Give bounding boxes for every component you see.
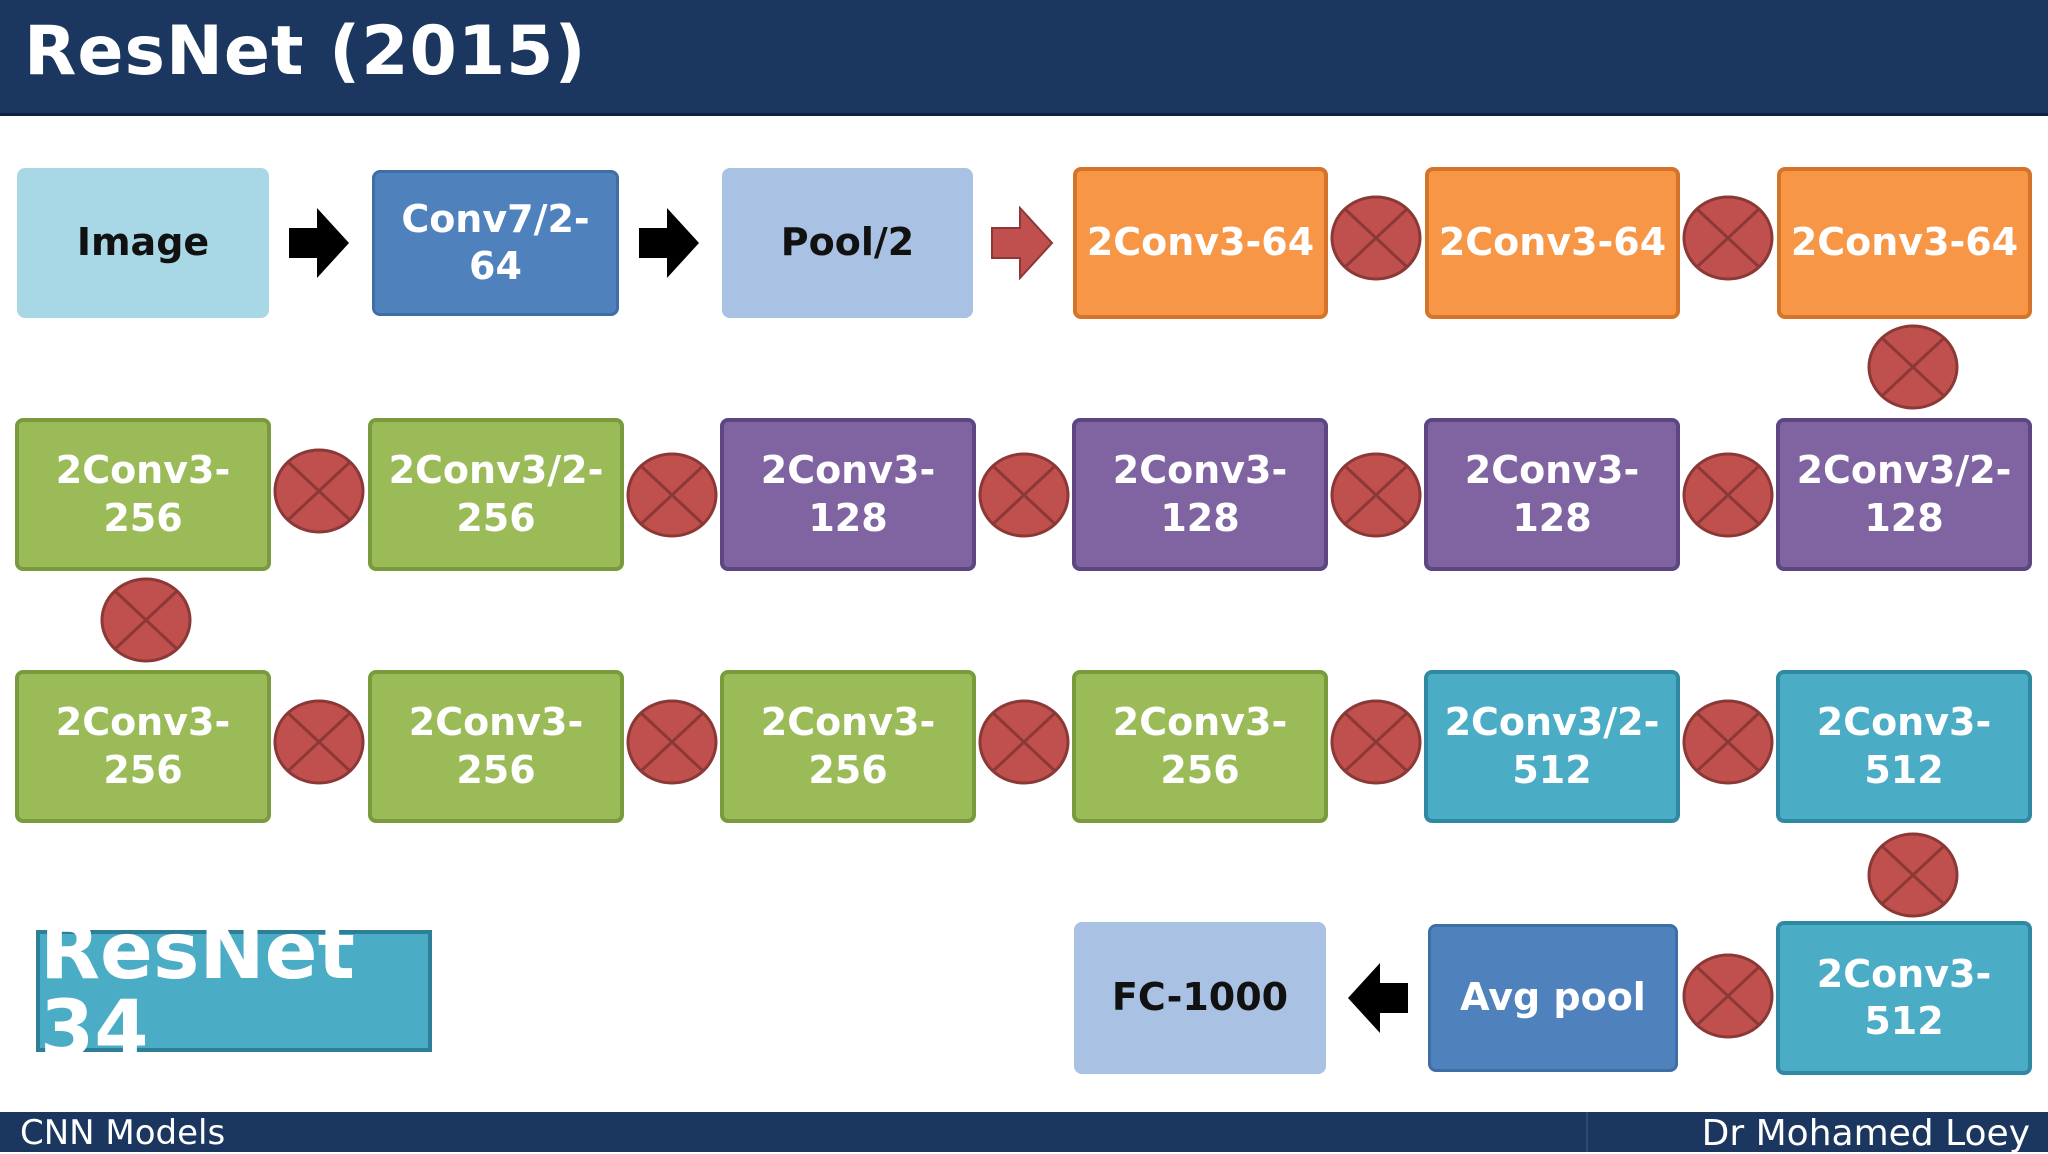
block-r3c3: 2Conv3-256	[720, 670, 976, 823]
sum-circle-icon	[1682, 195, 1774, 281]
arrow-icon	[1348, 963, 1408, 1033]
block-r3c2: 2Conv3-256	[368, 670, 624, 823]
sum-circle-icon	[978, 699, 1070, 785]
sum-circle-icon	[978, 452, 1070, 538]
block-pool: Pool/2	[722, 168, 973, 318]
block-fc: FC-1000	[1074, 922, 1326, 1074]
block-image: Image	[17, 168, 269, 318]
arrow-icon	[639, 208, 699, 278]
block-avgpool: Avg pool	[1428, 924, 1678, 1072]
slide-title: ResNet (2015)	[24, 12, 587, 91]
block-r3c4: 2Conv3-256	[1072, 670, 1328, 823]
footer-divider	[1586, 1112, 1588, 1152]
sum-circle-icon	[1330, 452, 1422, 538]
sum-circle-icon	[1682, 452, 1774, 538]
block-r2c4: 2Conv3-128	[1072, 418, 1328, 571]
footer-course: CNN Models	[20, 1113, 226, 1153]
block-conv7: Conv7/2-64	[372, 170, 619, 316]
block-r2c6: 2Conv3/2- 128	[1776, 418, 2032, 571]
sum-circle-icon	[1682, 953, 1774, 1039]
block-r1c5: 2Conv3-64	[1425, 167, 1680, 319]
block-r2c1: 2Conv3-256	[15, 418, 271, 571]
sum-circle-icon	[1330, 195, 1422, 281]
block-r4c6: 2Conv3-512	[1776, 921, 2032, 1075]
arrow-icon	[991, 206, 1054, 280]
block-r3c1: 2Conv3-256	[15, 670, 271, 823]
block-r1c4: 2Conv3-64	[1073, 167, 1328, 319]
block-r2c2: 2Conv3/2- 256	[368, 418, 624, 571]
block-r2c3: 2Conv3-128	[720, 418, 976, 571]
sum-circle-icon	[626, 699, 718, 785]
slide-footer: CNN Models Dr Mohamed Loey	[0, 1112, 2048, 1152]
block-r3c6: 2Conv3-512	[1776, 670, 2032, 823]
sum-circle-icon	[273, 699, 365, 785]
model-badge: ResNet 34	[36, 913, 432, 1069]
sum-circle-icon	[1682, 699, 1774, 785]
sum-circle-icon	[626, 452, 718, 538]
sum-circle-icon	[273, 448, 365, 534]
block-r3c5: 2Conv3/2- 512	[1424, 670, 1680, 823]
arrow-icon	[289, 208, 349, 278]
block-r2c5: 2Conv3-128	[1424, 418, 1680, 571]
sum-circle-icon	[1867, 832, 1959, 918]
sum-circle-icon	[1330, 699, 1422, 785]
footer-author: Dr Mohamed Loey	[1701, 1113, 2030, 1154]
sum-circle-icon	[1867, 324, 1959, 410]
slide-header: ResNet (2015)	[0, 0, 2048, 116]
block-r1c6: 2Conv3-64	[1777, 167, 2032, 319]
sum-circle-icon	[100, 577, 192, 663]
